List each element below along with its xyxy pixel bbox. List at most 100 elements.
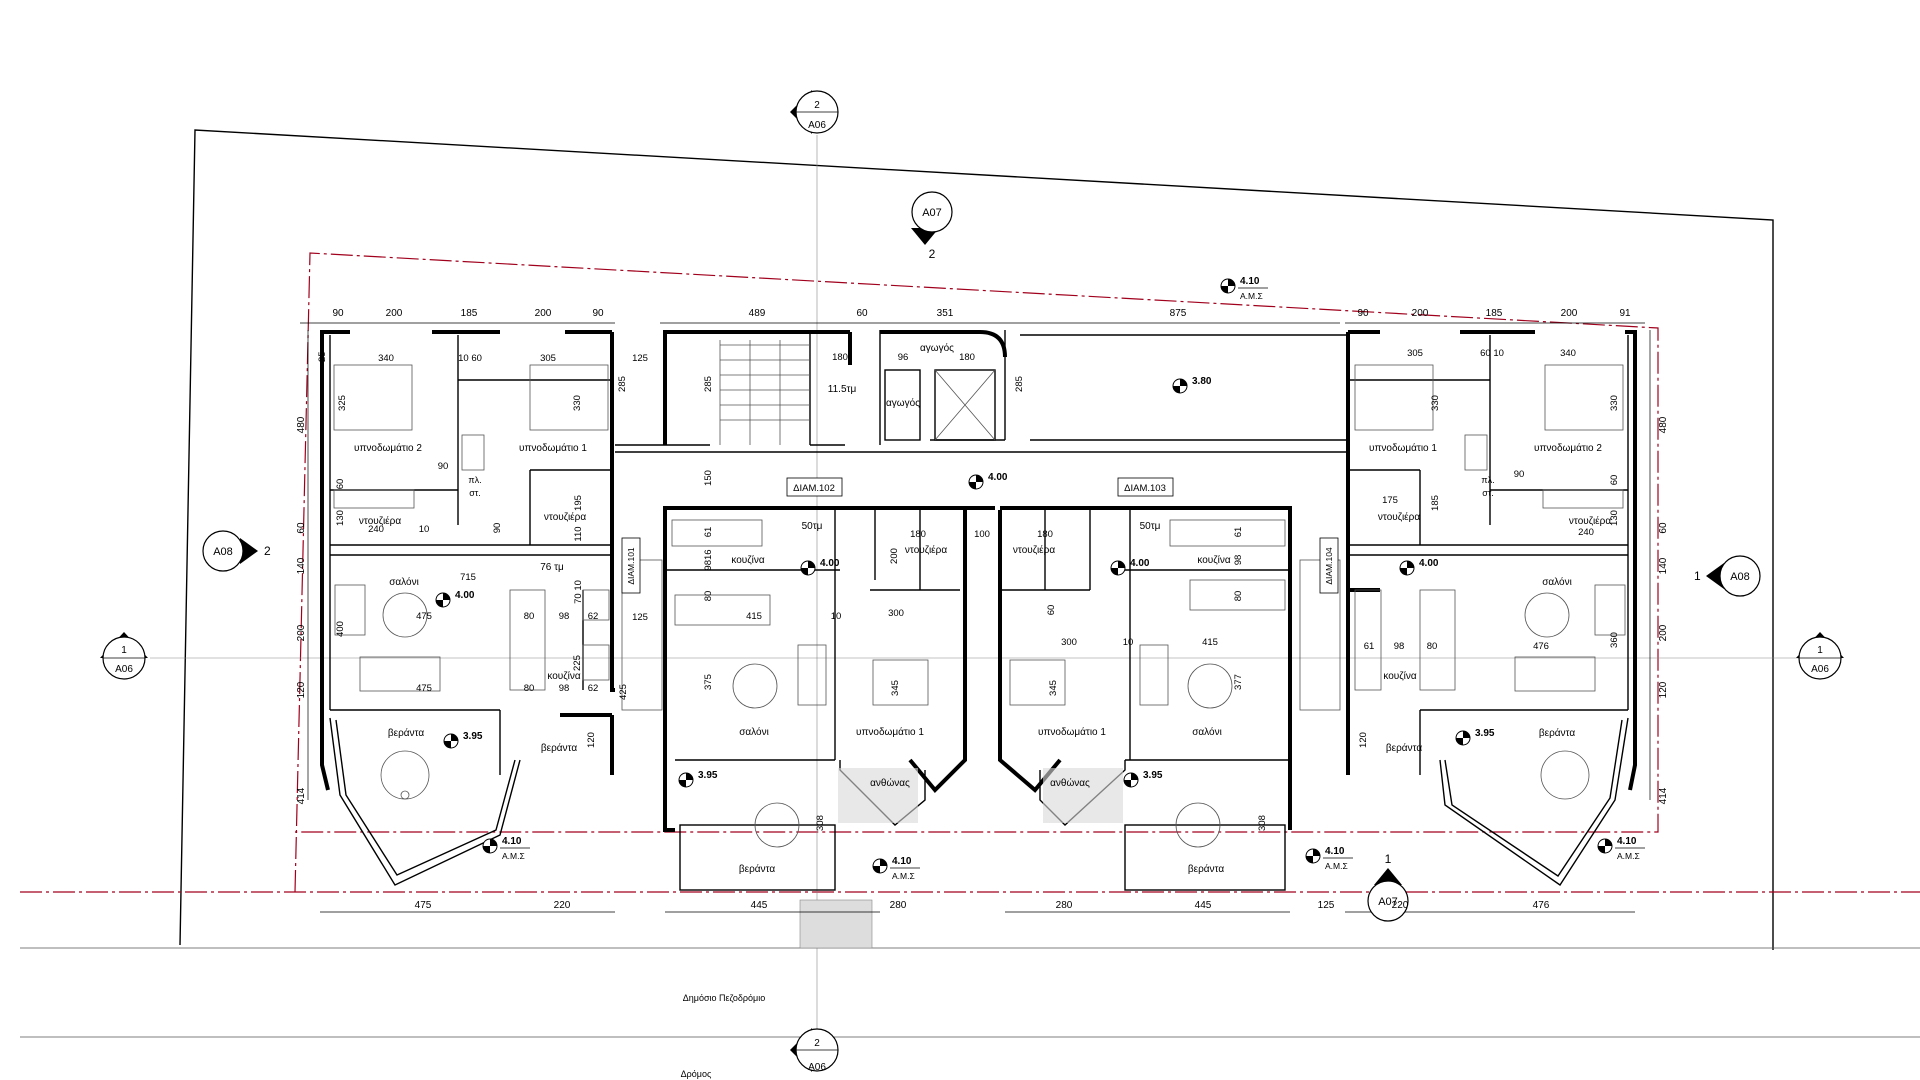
entrance-patch bbox=[799, 899, 873, 949]
dim-i-80e: 80 bbox=[1427, 641, 1438, 652]
dim-b-0: 475 bbox=[415, 900, 432, 911]
level-symbol-quadrant bbox=[880, 859, 887, 866]
bottom-dims: 475 220 445 280 280 445 125 220 476 bbox=[415, 900, 1550, 911]
apartment-labels: ΔΙΑΜ.102 ΔΙΑΜ.103 ΔΙΑΜ.101 ΔΙΑΜ.104 bbox=[621, 477, 1339, 594]
dim-i-130b: 130 bbox=[1609, 510, 1620, 526]
level-symbol-quadrant bbox=[1400, 568, 1407, 575]
dim-i-120a: 120 bbox=[586, 732, 597, 748]
elevation-marker-a08-right: A08 1 bbox=[1694, 555, 1761, 597]
room-shower-left-a: ντουζιέρα bbox=[359, 515, 401, 527]
room-veranda-102: βεράντα bbox=[739, 863, 775, 875]
level-marker-14: 4.10Α.Μ.Σ bbox=[1597, 836, 1645, 861]
dim-i-10c: 10 bbox=[1123, 637, 1134, 648]
level-value: 4.00 bbox=[1419, 558, 1439, 569]
dim-i-305a: 305 bbox=[540, 353, 556, 364]
level-marker-12: 4.10Α.Μ.Σ bbox=[872, 856, 920, 881]
dim-i-340a: 340 bbox=[378, 353, 394, 364]
level-symbol-quadrant bbox=[444, 741, 451, 748]
level-symbol-quadrant bbox=[451, 734, 458, 741]
dim-tr-4: 91 bbox=[1619, 308, 1631, 319]
level-symbol-quadrant bbox=[1463, 731, 1470, 738]
section-top-num: 2 bbox=[814, 100, 820, 111]
section-left-num: 1 bbox=[121, 645, 127, 656]
dim-i-415b: 415 bbox=[1202, 637, 1218, 648]
dim-i-80d: 80 bbox=[1233, 591, 1244, 602]
level-symbol-quadrant bbox=[969, 482, 976, 489]
a08-left-num: 2 bbox=[264, 544, 271, 558]
room-shower-103: ντουζιέρα bbox=[1013, 544, 1055, 556]
apartment-103 bbox=[998, 506, 1292, 891]
flowerbed-right bbox=[1043, 768, 1123, 823]
dim-r-4: 120 bbox=[1658, 681, 1669, 698]
dim-r-1: 60 bbox=[1658, 522, 1669, 534]
level-symbol-quadrant bbox=[1456, 738, 1463, 745]
dim-i-130a: 130 bbox=[335, 510, 346, 526]
room-veranda-right-b: βεράντα bbox=[1386, 742, 1422, 754]
level-symbol-quadrant bbox=[443, 593, 450, 600]
level-symbol-quadrant bbox=[1124, 780, 1131, 787]
dim-tl-2: 185 bbox=[461, 308, 478, 319]
dim-tr-0: 90 bbox=[1357, 308, 1369, 319]
room-area-76: 76 τμ bbox=[540, 562, 564, 573]
level-symbol-quadrant bbox=[1306, 856, 1313, 863]
dim-i-377: 377 bbox=[1233, 674, 1244, 690]
dim-b-7: 220 bbox=[1392, 900, 1409, 911]
level-symbol-quadrant bbox=[1131, 773, 1138, 780]
section-marker-left: 1 A06 bbox=[100, 632, 148, 680]
room-shower-left-b: ντουζιέρα bbox=[544, 511, 586, 523]
dim-b-5: 445 bbox=[1195, 900, 1212, 911]
dim-b-8: 476 bbox=[1533, 900, 1550, 911]
apt102-label-box bbox=[786, 477, 843, 497]
dim-i-61c: 61 bbox=[1364, 641, 1375, 652]
dim-b-3: 280 bbox=[890, 900, 907, 911]
dim-i-1060: 10 60 bbox=[458, 353, 482, 364]
room-shower-102: ντουζιέρα bbox=[905, 544, 947, 556]
level-ams-label: Α.Μ.Σ bbox=[1240, 291, 1263, 301]
dim-r-5: 414 bbox=[1658, 787, 1669, 804]
dim-i-375: 375 bbox=[703, 674, 714, 690]
top-dims-right: 90 200 185 200 91 bbox=[1357, 308, 1631, 319]
room-living-103: σαλόνι bbox=[1192, 726, 1222, 738]
dim-i-7010: 70 10 bbox=[573, 580, 584, 604]
room-closet-right-b: στ. bbox=[1482, 488, 1494, 498]
dim-l-3: 200 bbox=[296, 624, 307, 641]
dim-i-9816: 9816 bbox=[703, 549, 714, 570]
apt104-label-box bbox=[1319, 537, 1339, 594]
dim-i-300b: 300 bbox=[1061, 637, 1077, 648]
room-kitchen-103: κουζίνα bbox=[1197, 554, 1231, 566]
apt104-outer-wall bbox=[1625, 330, 1637, 791]
apt102-wall bbox=[663, 506, 850, 832]
level-symbol-quadrant bbox=[1228, 279, 1235, 286]
dim-i-180b: 180 bbox=[959, 352, 975, 363]
level-symbol-quadrant bbox=[1605, 839, 1612, 846]
dim-i-98b: 98 bbox=[559, 683, 570, 694]
section-left-sheet: A06 bbox=[115, 664, 133, 675]
dim-b-4: 280 bbox=[1056, 900, 1073, 911]
level-value: 3.95 bbox=[1475, 728, 1495, 739]
room-living-right: σαλόνι bbox=[1542, 576, 1572, 588]
room-duct-a: αγωγός bbox=[920, 342, 954, 354]
level-value: 4.10 bbox=[502, 836, 522, 847]
level-marker-4: 4.00 bbox=[800, 558, 840, 576]
level-symbol-quadrant bbox=[483, 846, 490, 853]
dim-i-285c: 285 bbox=[1014, 376, 1025, 392]
dim-tm-1: 60 bbox=[856, 308, 868, 319]
apt101-label: ΔΙΑΜ.101 bbox=[626, 547, 636, 585]
level-marker-1: 3.80 bbox=[1172, 376, 1212, 394]
a08-right-num: 1 bbox=[1694, 569, 1701, 583]
level-symbol-quadrant bbox=[1118, 561, 1125, 568]
dim-tl-4: 90 bbox=[592, 308, 604, 319]
dim-tl-3: 200 bbox=[535, 308, 552, 319]
room-area-50-right: 50τμ bbox=[1140, 521, 1161, 532]
dim-i-10a: 10 bbox=[419, 524, 430, 535]
dim-i-330b: 330 bbox=[1430, 395, 1441, 411]
dim-i-60c: 60 bbox=[1609, 475, 1620, 486]
section-bottom-num: 2 bbox=[814, 1038, 820, 1049]
dim-tm-0: 489 bbox=[749, 308, 766, 319]
dim-i-175: 175 bbox=[1382, 495, 1398, 506]
dim-i-90a: 90 bbox=[438, 461, 449, 472]
apt103-label-box bbox=[1117, 477, 1174, 497]
dim-i-285b: 285 bbox=[703, 376, 714, 392]
dim-i-360: 360 bbox=[1609, 632, 1620, 648]
dim-i-80c: 80 bbox=[703, 591, 714, 602]
